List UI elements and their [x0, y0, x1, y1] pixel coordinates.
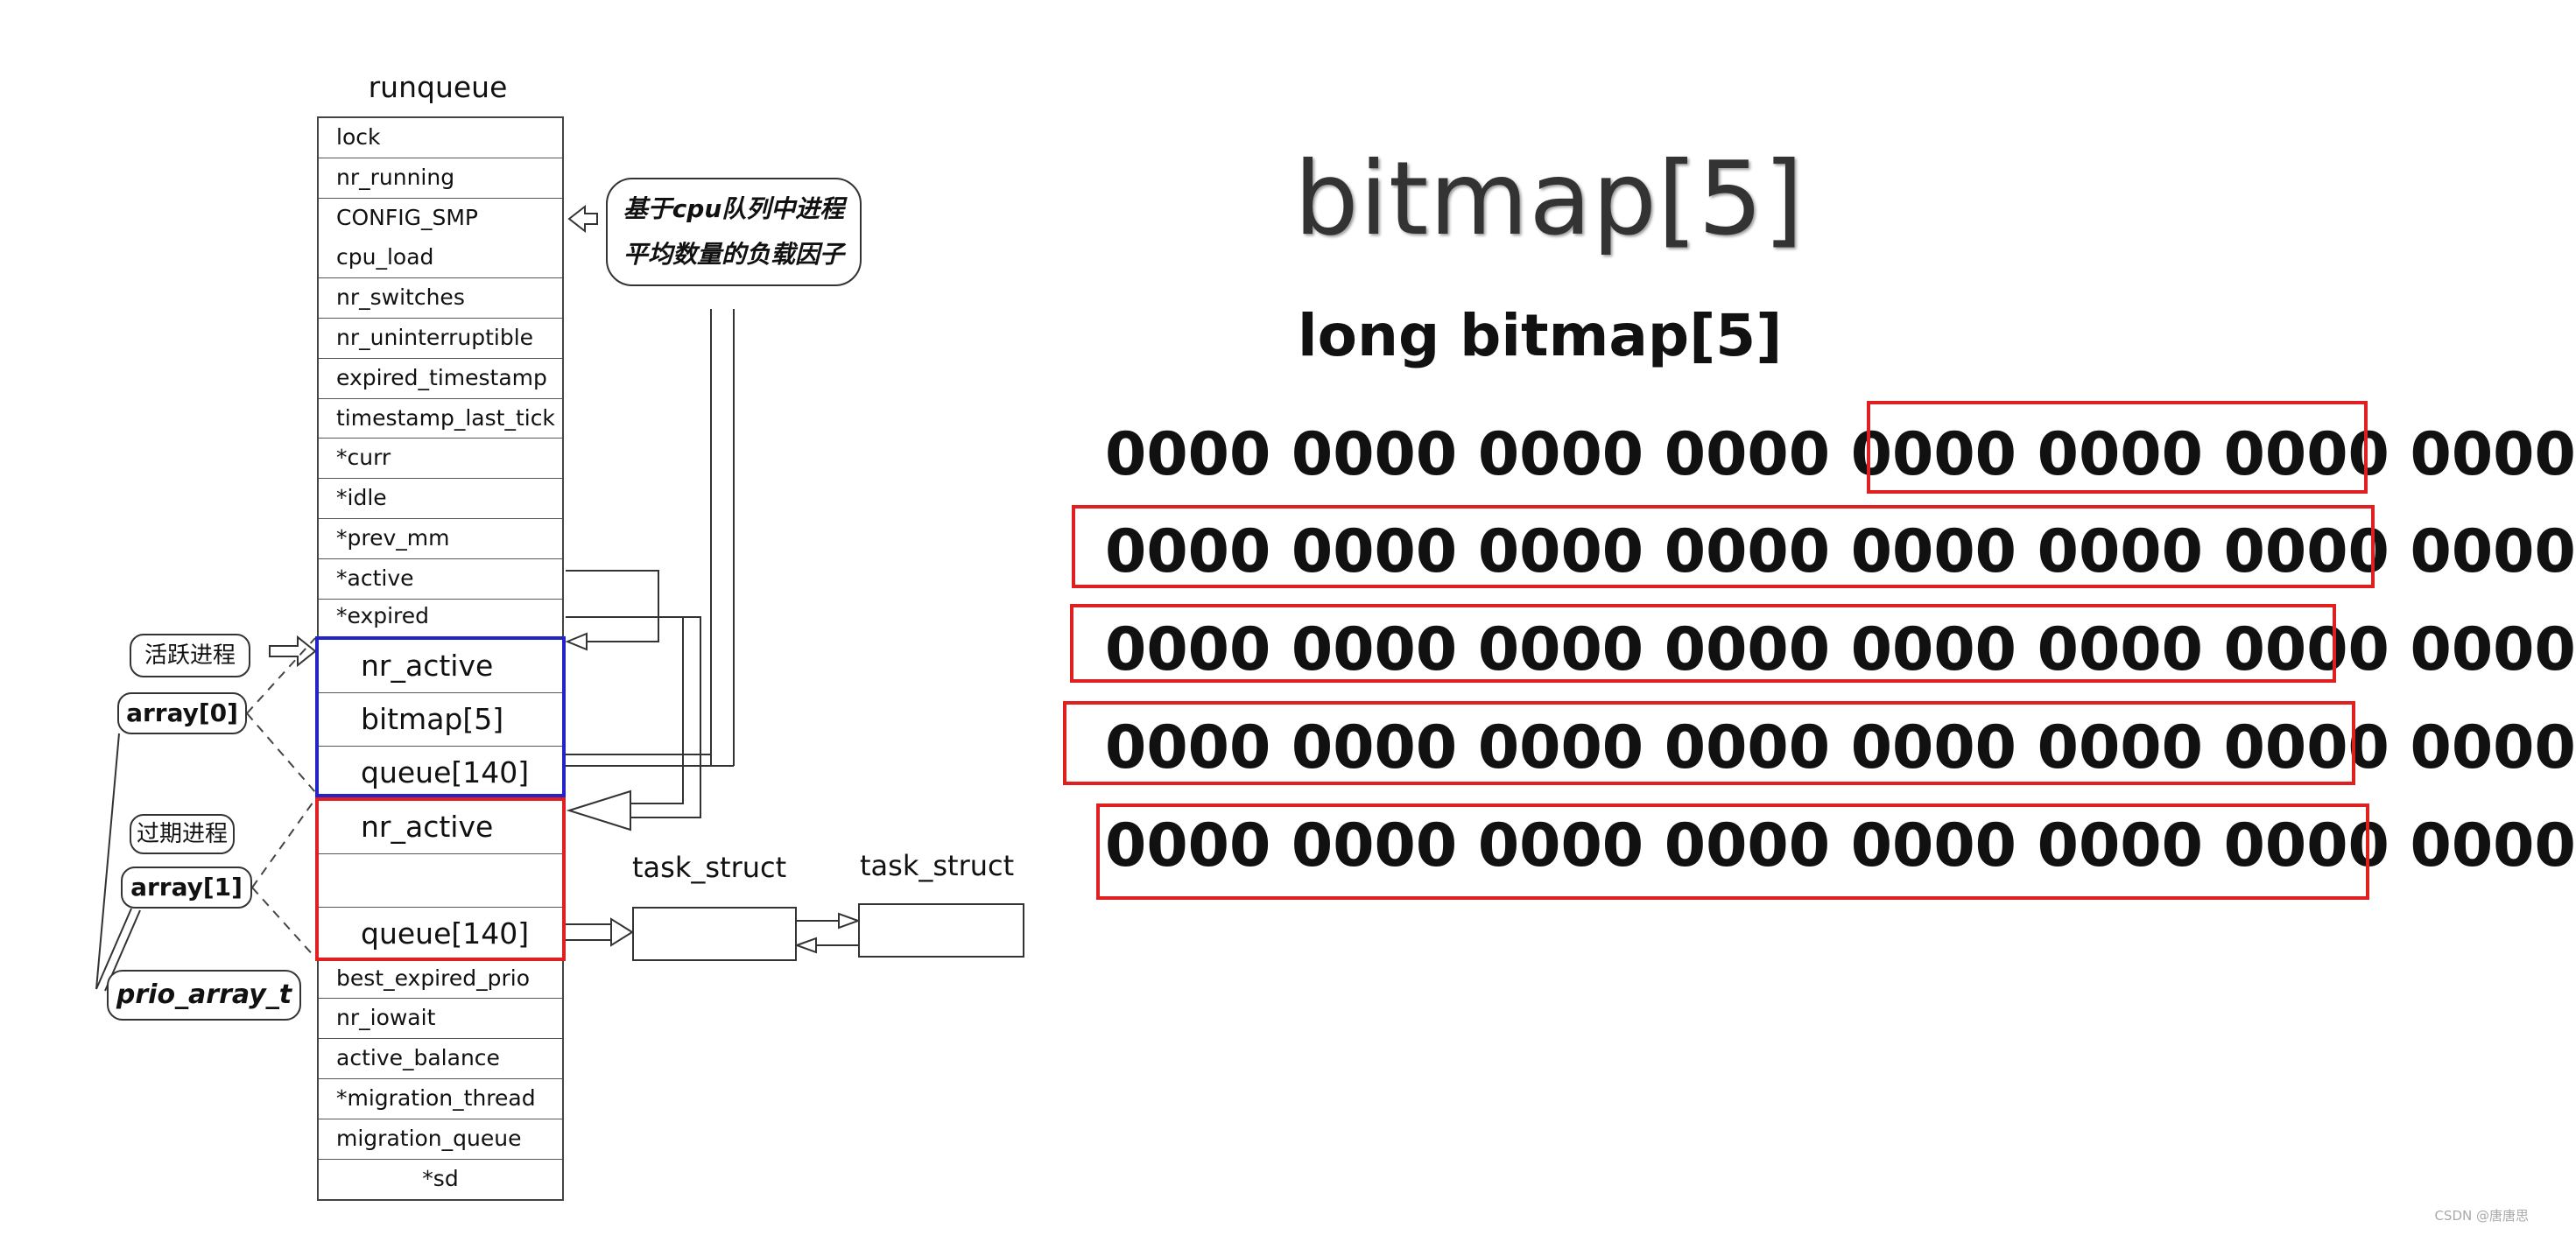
cpu-load-note-line1: 基于cpu队列中进程 [623, 194, 845, 223]
array1-nr-active: nr_active [319, 801, 562, 854]
prio-array-label: prio_array_t [107, 970, 301, 1021]
field-best-expired-prio: best_expired_prio [319, 959, 562, 1000]
field-migration-queue: migration_queue [319, 1119, 562, 1160]
bitmap-declaration: long bitmap[5] [1298, 302, 1783, 369]
field-prev-mm: *prev_mm [319, 519, 562, 559]
bitmap-row-1: 0000 0000 0000 0000 0000 0000 0000 0000 [1105, 517, 2576, 586]
array0-bitmap: bitmap[5] [319, 693, 562, 747]
bitmap-row-3: 0000 0000 0000 0000 0000 0000 0000 0000 [1105, 713, 2576, 782]
field-cpu-load: cpu_load [319, 238, 562, 279]
task-struct-box-1 [632, 907, 797, 961]
field-timestamp-last-tick: timestamp_last_tick [319, 399, 562, 439]
bitmap-highlight-2 [1070, 604, 2336, 683]
field-active: *active [319, 559, 562, 600]
field-nr-uninterruptible: nr_uninterruptible [319, 319, 562, 359]
field-config-smp: CONFIG_SMP [336, 204, 478, 230]
array0-nr-active: nr_active [319, 640, 562, 693]
array0-label: array[0] [117, 692, 247, 734]
array1-empty-field [319, 854, 562, 908]
field-expired: *expired [336, 602, 430, 628]
field-nr-iowait: nr_iowait [319, 999, 562, 1040]
array1-queue: queue[140] [361, 916, 530, 951]
array1-box: nr_active queue[140] [315, 797, 566, 961]
bitmap-highlight-0 [1867, 401, 2368, 494]
field-expired-timestamp: expired_timestamp [319, 359, 562, 399]
array0-box: nr_active bitmap[5] queue[140] [315, 636, 566, 797]
task-struct-box-2 [858, 903, 1024, 958]
field-sd: *sd [422, 1165, 459, 1191]
watermark: CSDN @唐唐思 [2434, 1208, 2529, 1224]
task-struct-label-1: task_struct [632, 851, 787, 884]
bitmap-row-0: 0000 0000 0000 0000 0000 0000 0000 0000 [1105, 420, 2576, 489]
bitmap-highlight-3 [1063, 701, 2355, 785]
field-active-balance: active_balance [319, 1039, 562, 1079]
task-struct-label-2: task_struct [860, 849, 1015, 882]
field-idle: *idle [319, 479, 562, 519]
active-process-tag: 活跃进程 [130, 634, 250, 677]
array1-label: array[1] [121, 867, 252, 909]
field-curr: *curr [319, 439, 562, 480]
cpu-load-note-line2: 平均数量的负载因子 [623, 240, 844, 269]
bitmap-highlight-1 [1072, 505, 2375, 588]
field-migration-thread: *migration_thread [319, 1079, 562, 1119]
expired-process-tag: 过期进程 [130, 814, 235, 854]
field-nr-switches: nr_switches [319, 278, 562, 319]
field-lock: lock [319, 118, 562, 158]
bitmap-row-4: 0000 0000 0000 0000 0000 0000 0000 0000 [1105, 811, 2576, 881]
array0-queue: queue[140] [361, 755, 530, 789]
field-nr-running: nr_running [319, 158, 562, 199]
bitmap-highlight-4 [1096, 803, 2369, 900]
bitmap-title: bitmap[5] [1294, 140, 1805, 258]
bitmap-row-2: 0000 0000 0000 0000 0000 0000 0000 0000 [1105, 615, 2576, 684]
runqueue-title: runqueue [368, 70, 508, 104]
cpu-load-note: 基于cpu队列中进程 平均数量的负载因子 [606, 178, 862, 286]
